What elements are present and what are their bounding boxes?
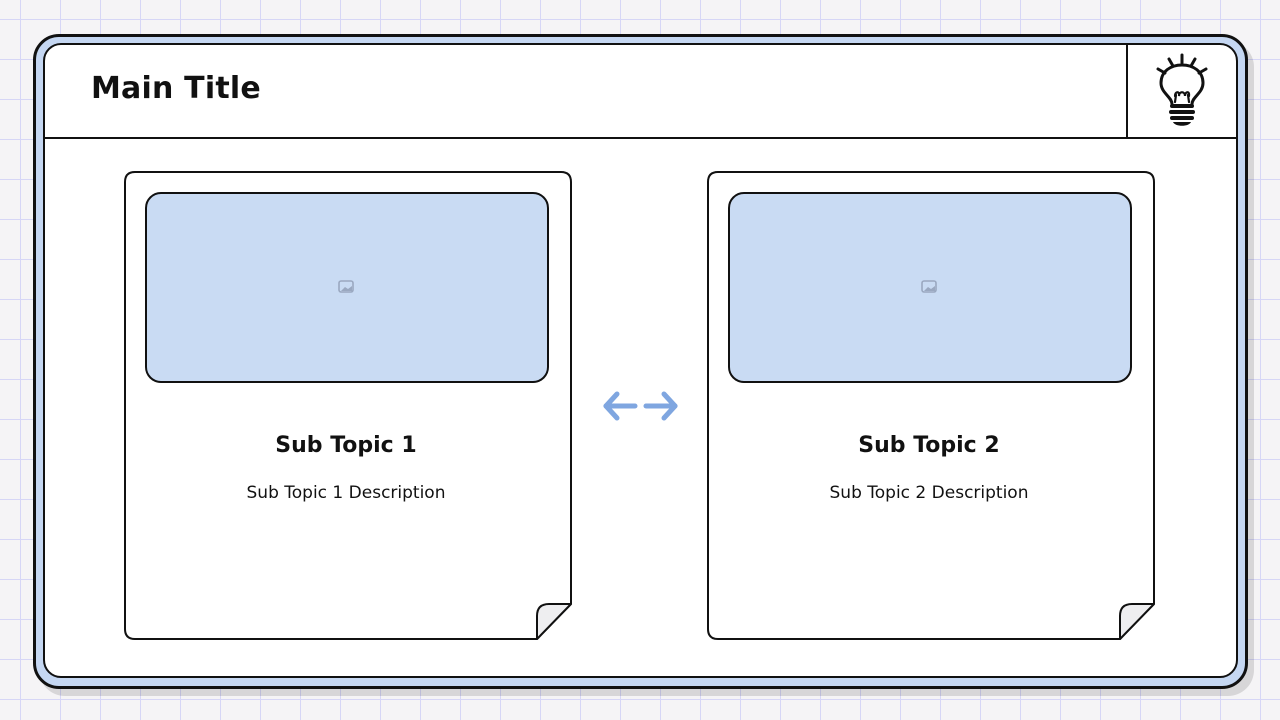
page-title: Main Title xyxy=(91,71,261,106)
topic-card-1: Sub Topic 1 Sub Topic 1 Description xyxy=(124,171,572,640)
image-placeholder-icon xyxy=(338,280,354,293)
image-placeholder-icon xyxy=(921,280,937,293)
topic-card-2: Sub Topic 2 Sub Topic 2 Description xyxy=(707,171,1155,640)
image-placeholder xyxy=(145,192,549,383)
header-icon-cell xyxy=(1126,45,1236,137)
image-placeholder xyxy=(728,192,1132,383)
lightbulb-icon xyxy=(1156,53,1208,126)
bidirectional-arrow-icon xyxy=(603,391,678,421)
card-title: Sub Topic 2 xyxy=(858,433,1000,458)
header-bar: Main Title xyxy=(45,45,1236,139)
card-description: Sub Topic 2 Description xyxy=(829,483,1029,503)
card-title: Sub Topic 1 xyxy=(275,433,417,458)
card-description: Sub Topic 1 Description xyxy=(246,483,446,503)
connector xyxy=(600,388,682,428)
